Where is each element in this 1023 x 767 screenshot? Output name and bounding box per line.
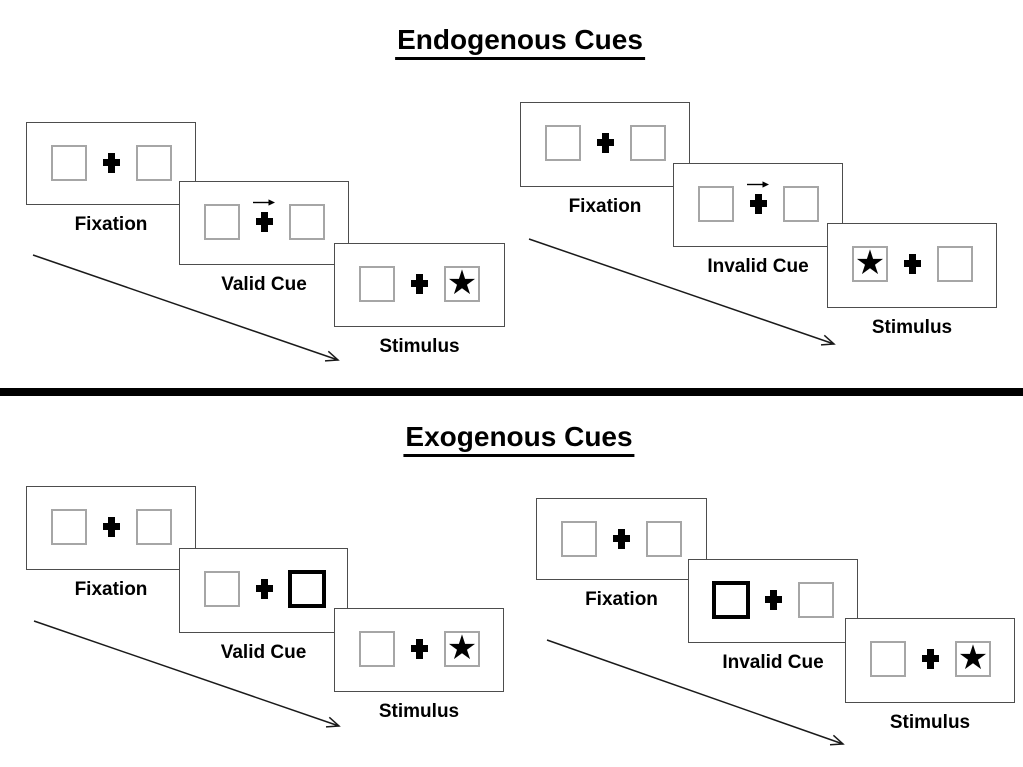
exogenous-invalid-screen-stimulus: ★ [845,618,1015,703]
left-placeholder-box [561,521,597,557]
left-placeholder-box [870,641,906,677]
fixation-cross-icon [765,590,782,610]
right-placeholder-box [798,582,834,618]
exogenous-valid-screen-fixation [26,486,196,570]
screen-label-fixation: Fixation [74,579,148,600]
screen-label-fixation: Fixation [568,196,642,217]
target-box: ★ [852,246,888,282]
right-placeholder-box [646,521,682,557]
screen-label-invalid-cue: Invalid Cue [722,652,824,673]
right-placeholder-box [136,145,172,181]
screen-label-stimulus: Stimulus [378,701,460,722]
endogenous-invalid-screen-invalid-cue [673,163,843,247]
screen-label-invalid-cue: Invalid Cue [707,256,809,277]
section-title-exogenous: Exogenous Cues [403,421,635,458]
section-title-endogenous: Endogenous Cues [395,24,645,61]
endogenous-invalid-screen-fixation [520,102,690,187]
screen-label-stimulus: Stimulus [871,317,953,338]
cue-highlight-box [288,570,326,608]
left-placeholder-box [359,631,395,667]
screen-label-fixation: Fixation [585,589,658,610]
screen-label-valid-cue: Valid Cue [220,642,307,663]
screen-label-stimulus: Stimulus [889,712,971,733]
endogenous-valid-screen-valid-cue [179,181,349,265]
exogenous-invalid-screen-invalid-cue [688,559,858,643]
fixation-cross-icon [597,133,614,153]
target-box: ★ [444,631,480,667]
fixation-cross-icon [256,212,273,232]
timeline-arrow-exogenous-valid [33,620,341,728]
target-star-icon: ★ [854,243,886,283]
target-star-icon: ★ [446,628,478,668]
fixation-cross-icon [613,529,630,549]
target-star-icon: ★ [957,638,989,678]
endogenous-invalid-screen-stimulus: ★ [827,223,997,308]
right-placeholder-box [937,246,973,282]
screen-label-fixation: Fixation [74,214,148,235]
right-placeholder-box [783,186,819,222]
cue-arrow-icon [253,199,275,206]
right-placeholder-box [136,509,172,545]
fixation-cross-icon [922,649,939,669]
endogenous-valid-screen-fixation [26,122,196,205]
left-placeholder-box [698,186,734,222]
screen-label-stimulus: Stimulus [379,336,460,357]
left-placeholder-box [51,509,87,545]
section-divider [0,388,1023,396]
exogenous-valid-screen-valid-cue [179,548,348,633]
target-box: ★ [444,266,480,302]
fixation-cross-icon [103,517,120,537]
left-placeholder-box [51,145,87,181]
fixation-cross-icon [904,254,921,274]
exogenous-invalid-screen-fixation [536,498,707,580]
fixation-cross-icon [256,579,273,599]
left-placeholder-box [359,266,395,302]
exogenous-valid-screen-stimulus: ★ [334,608,504,692]
left-placeholder-box [545,125,581,161]
right-placeholder-box [289,204,325,240]
right-placeholder-box [630,125,666,161]
endogenous-valid-screen-stimulus: ★ [334,243,505,327]
timeline-arrow-endogenous-valid [32,254,340,362]
target-box: ★ [955,641,991,677]
cue-arrow-icon [747,181,769,188]
fixation-cross-icon [750,194,767,214]
screen-label-valid-cue: Valid Cue [221,274,307,295]
left-placeholder-box [204,571,240,607]
fixation-cross-icon [103,153,120,173]
timeline-arrow-endogenous-invalid [528,238,836,346]
left-placeholder-box [204,204,240,240]
cue-highlight-box [712,581,750,619]
target-star-icon: ★ [446,263,478,303]
fixation-cross-icon [411,639,428,659]
fixation-cross-icon [411,274,428,294]
